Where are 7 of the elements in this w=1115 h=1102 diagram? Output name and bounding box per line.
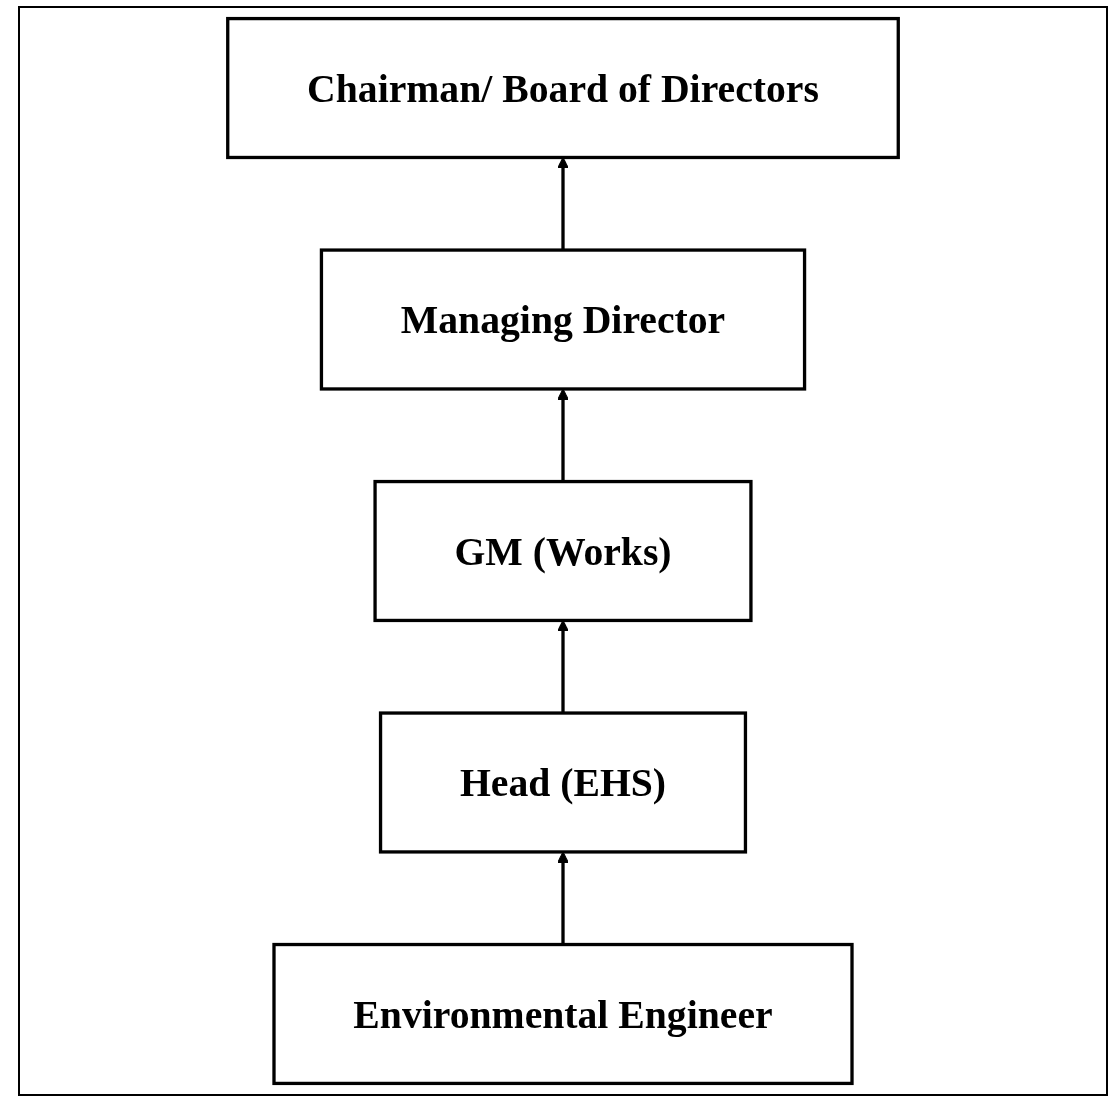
node-box: Head (EHS) — [378, 711, 748, 854]
node-box: GM (Works) — [373, 479, 753, 623]
arrow — [557, 388, 569, 482]
node-box: Environmental Engineer — [272, 942, 854, 1086]
node-box: Managing Director — [319, 248, 807, 391]
node-box: Chairman/ Board of Directors — [226, 16, 900, 160]
arrow — [557, 851, 569, 945]
